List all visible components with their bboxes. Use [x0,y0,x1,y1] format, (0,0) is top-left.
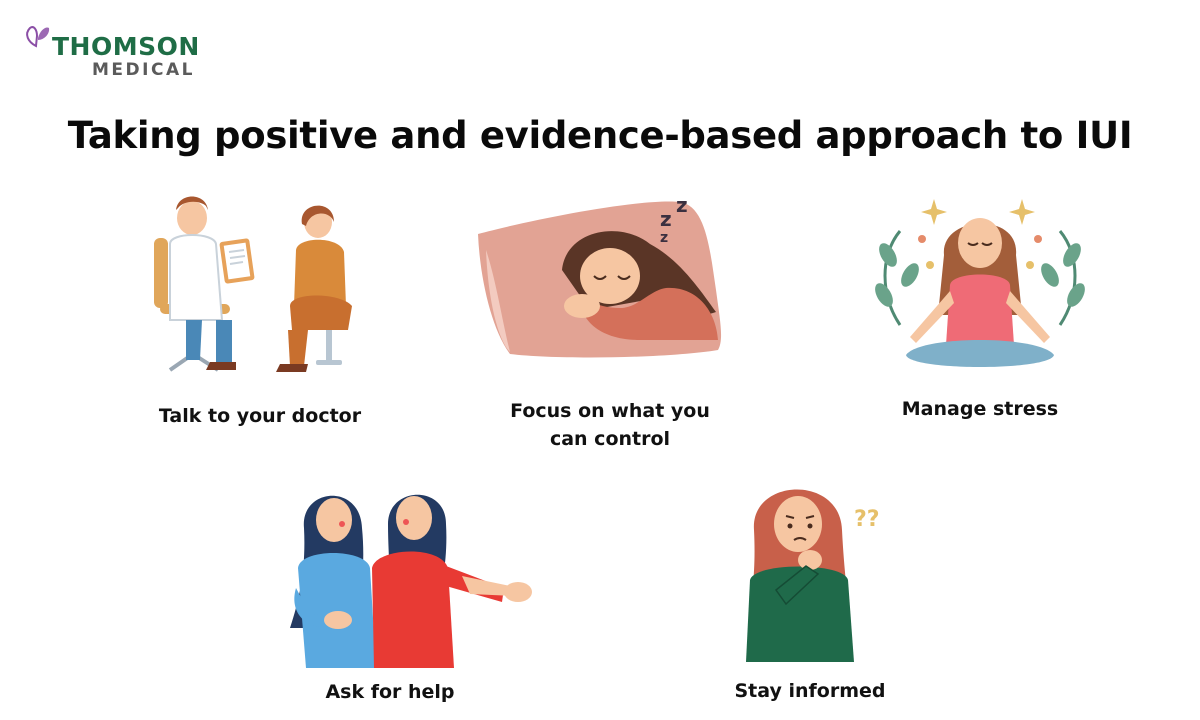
doctor-consultation-illustration [154,196,352,372]
svg-text:z: z [660,207,672,231]
svg-text:??: ?? [854,507,880,532]
tip-label: Focus on what you can control [510,400,710,450]
tip-label: Talk to your doctor [158,405,362,427]
tip-card-talk-to-doctor: Talk to your doctor [140,180,380,440]
tip-card-focus-control: z z z Focus on what you can control [470,190,750,460]
page-title: Taking positive and evidence-based appro… [67,114,1133,157]
butterfly-icon [26,26,50,48]
tip-label: Manage stress [901,398,1059,420]
sleeping-woman-illustration: z z z [478,193,722,358]
brand-subname: MEDICAL [92,60,195,80]
tip-label: Ask for help [325,681,455,703]
thinking-woman-illustration: ?? [746,489,880,662]
two-women-support-illustration [290,494,532,668]
tip-label: Stay informed [734,680,886,702]
svg-text:z: z [676,193,688,217]
tip-card-stay-informed: ?? Stay informed [720,470,900,710]
tip-card-manage-stress: Manage stress [870,195,1090,435]
svg-text:z: z [660,230,668,246]
brand-logo[interactable]: THOMSON MEDICAL [22,22,222,84]
tip-card-ask-for-help: Ask for help [270,478,550,708]
meditating-woman-illustration [875,199,1085,367]
brand-name: THOMSON [52,32,200,61]
